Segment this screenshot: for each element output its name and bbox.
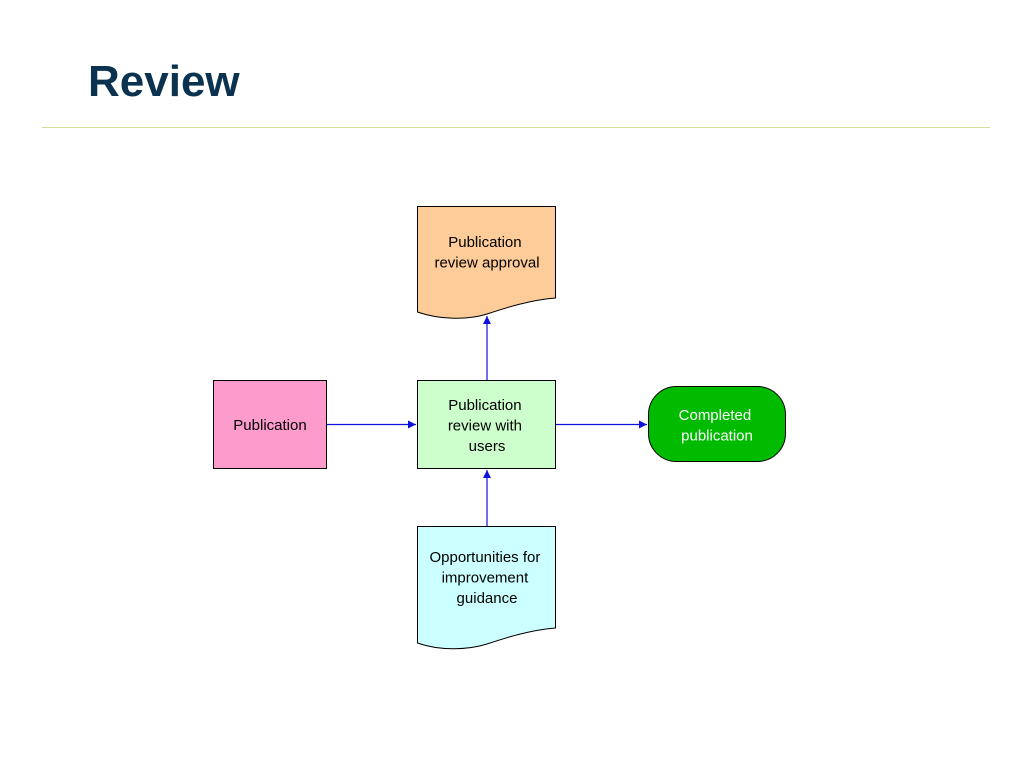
node-completed: Completed publication	[648, 386, 786, 462]
node-guidance: Opportunities for improvement guidance	[417, 526, 556, 650]
node-guidance-shape	[417, 526, 556, 650]
node-approval-line-2: review approval	[434, 255, 539, 272]
node-completed-label: Completed publication	[679, 407, 756, 445]
node-approval-label: Publication review approval	[434, 234, 539, 272]
node-publication-shape	[213, 380, 327, 469]
node-approval-line-1: Publication	[448, 234, 521, 251]
node-guidance-label: Opportunities for improvement guidance	[429, 549, 544, 607]
node-publication-line-1: Publication	[233, 417, 306, 434]
node-publication: Publication	[213, 380, 327, 469]
node-review-line-2: review with	[448, 418, 522, 435]
node-guidance-line-1: Opportunities for	[429, 549, 540, 566]
node-review-label: Publication review with users	[448, 397, 526, 455]
node-guidance-line-3: guidance	[457, 590, 518, 607]
slide-title: Review	[88, 57, 240, 106]
node-completed-line-1: Completed	[679, 407, 752, 424]
node-completed-shape	[648, 386, 786, 462]
node-guidance-line-2: improvement	[442, 570, 530, 587]
node-review-line-1: Publication	[448, 397, 521, 414]
node-approval-shape	[417, 206, 556, 319]
title-divider	[42, 127, 990, 128]
node-approval: Publication review approval	[417, 206, 556, 319]
node-review-shape	[417, 380, 556, 469]
node-completed-line-2: publication	[681, 428, 753, 445]
node-review-line-3: users	[469, 438, 506, 455]
node-review: Publication review with users	[417, 380, 556, 469]
node-publication-label: Publication	[233, 417, 306, 434]
